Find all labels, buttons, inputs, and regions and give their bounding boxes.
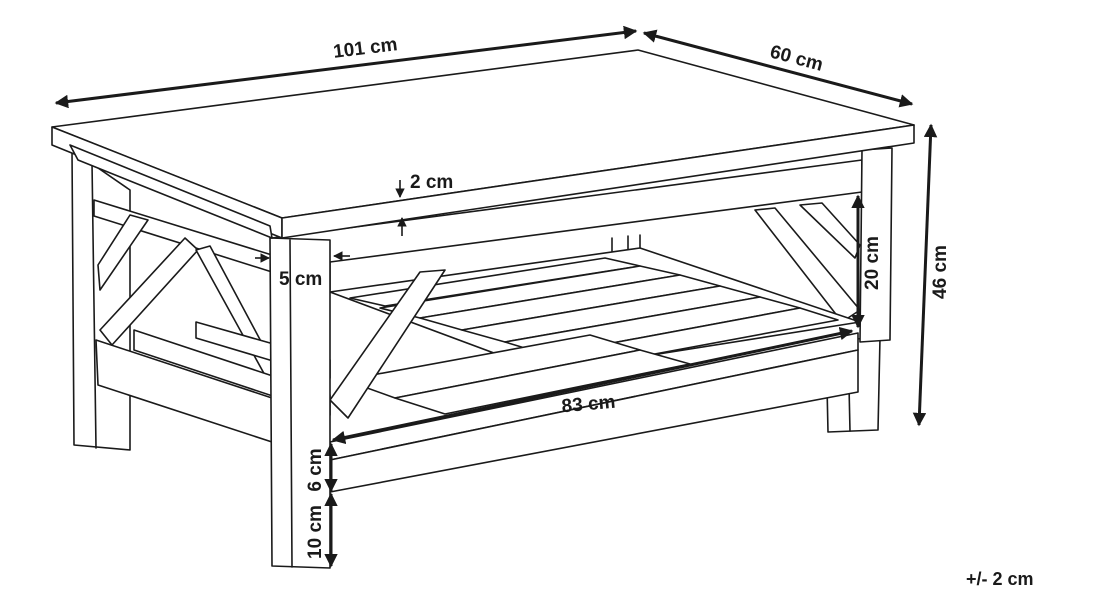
table-illustration: [51, 49, 915, 569]
top-thickness-label: 2 cm: [410, 172, 453, 193]
leg-width-label: 5 cm: [279, 269, 322, 290]
height-dimension-line: [912, 123, 938, 427]
leg-front-left: [269, 237, 331, 569]
shelf-length-label: 83 cm: [561, 392, 617, 418]
depth-label: 60 cm: [768, 42, 825, 76]
rail-label: 6 cm: [305, 448, 326, 491]
shelf-length-dimension-line: [331, 326, 854, 445]
dimension-labels: 101 cm 60 cm 46 cm 2 cm 5 cm 20 cm 83 cm…: [279, 34, 1034, 589]
depth-dimension-line: [642, 29, 914, 108]
height-label: 46 cm: [930, 245, 951, 299]
width-dimension-line: [54, 25, 638, 109]
clearance-label: 10 cm: [305, 505, 326, 559]
width-label: 101 cm: [332, 34, 399, 63]
dimension-lines: [54, 25, 938, 568]
tolerance-label: +/- 2 cm: [966, 569, 1034, 589]
left-side-frame: [93, 199, 273, 443]
shelf-gap-label: 20 cm: [862, 236, 883, 290]
leg-back-left: [71, 149, 131, 451]
